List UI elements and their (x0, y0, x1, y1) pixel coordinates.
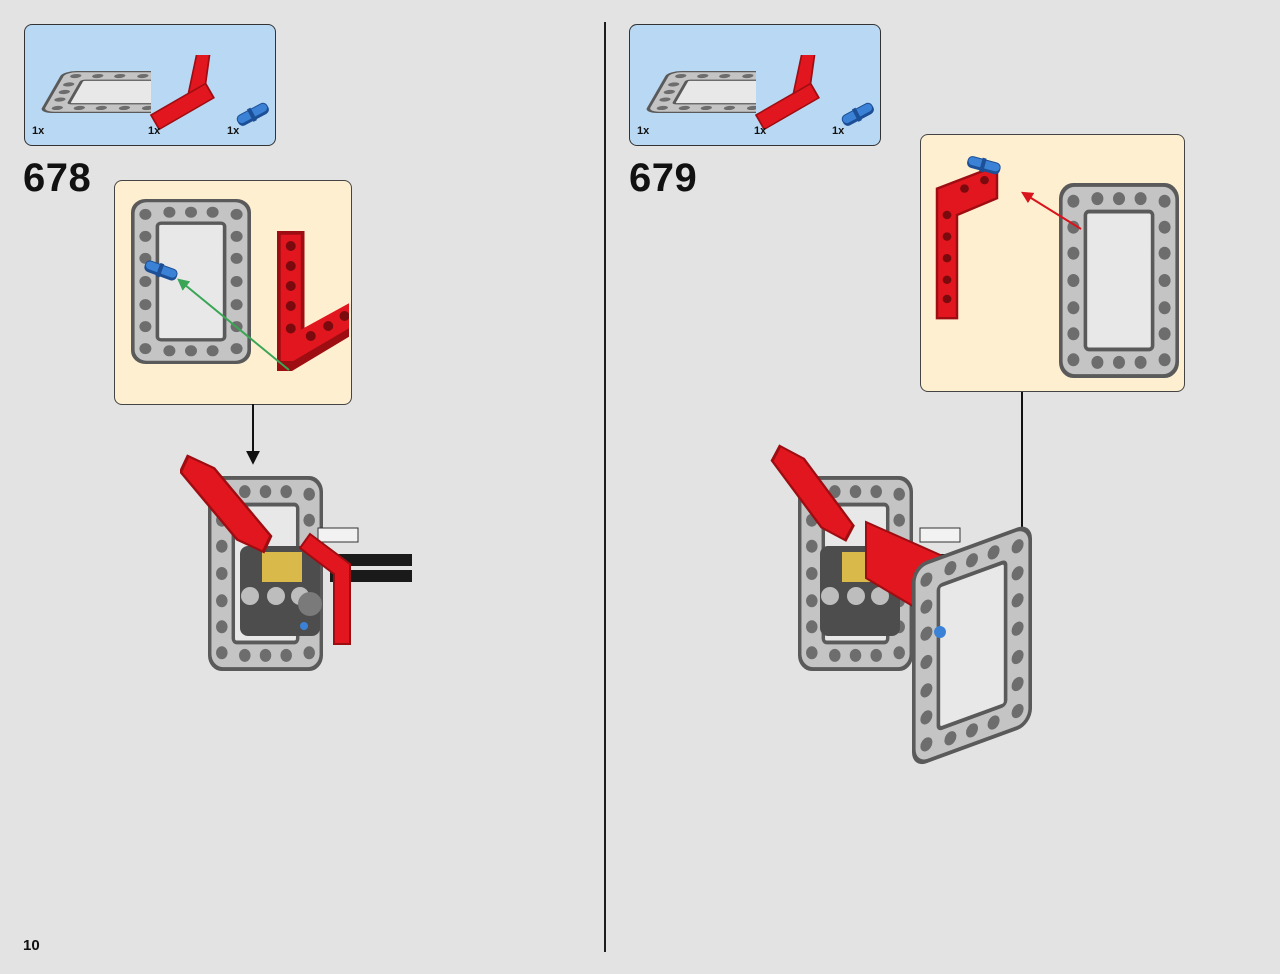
sub-assembly-diagram (935, 154, 1181, 380)
part-qty: 1x (832, 125, 845, 137)
red-l-beam-icon (149, 55, 215, 131)
step-number: 678 (23, 156, 92, 200)
page-divider (604, 22, 606, 952)
part-qty: 1x (32, 125, 45, 137)
assembly-diagram-678 (180, 454, 412, 673)
sub-assembly-callout (920, 134, 1185, 392)
parts-list-678: 1x 1x 1x (24, 24, 276, 146)
part-qty: 1x (148, 125, 161, 137)
part-qty: 1x (637, 125, 650, 137)
blue-pin-icon (234, 100, 272, 127)
blue-pin-icon (839, 100, 877, 127)
assembly-diagram-679 (770, 444, 1050, 776)
part-qty: 1x (227, 125, 240, 137)
grey-frame-icon (642, 69, 756, 115)
grey-frame-icon (37, 69, 151, 115)
sub-assembly-diagram (129, 197, 349, 371)
part-qty: 1x (754, 125, 767, 137)
down-arrow (246, 404, 260, 465)
page-number: 10 (23, 937, 40, 954)
step-number: 679 (629, 156, 698, 200)
sub-assembly-callout (114, 180, 352, 405)
red-l-beam-icon (754, 55, 820, 131)
parts-list-679: 1x 1x 1x (629, 24, 881, 146)
